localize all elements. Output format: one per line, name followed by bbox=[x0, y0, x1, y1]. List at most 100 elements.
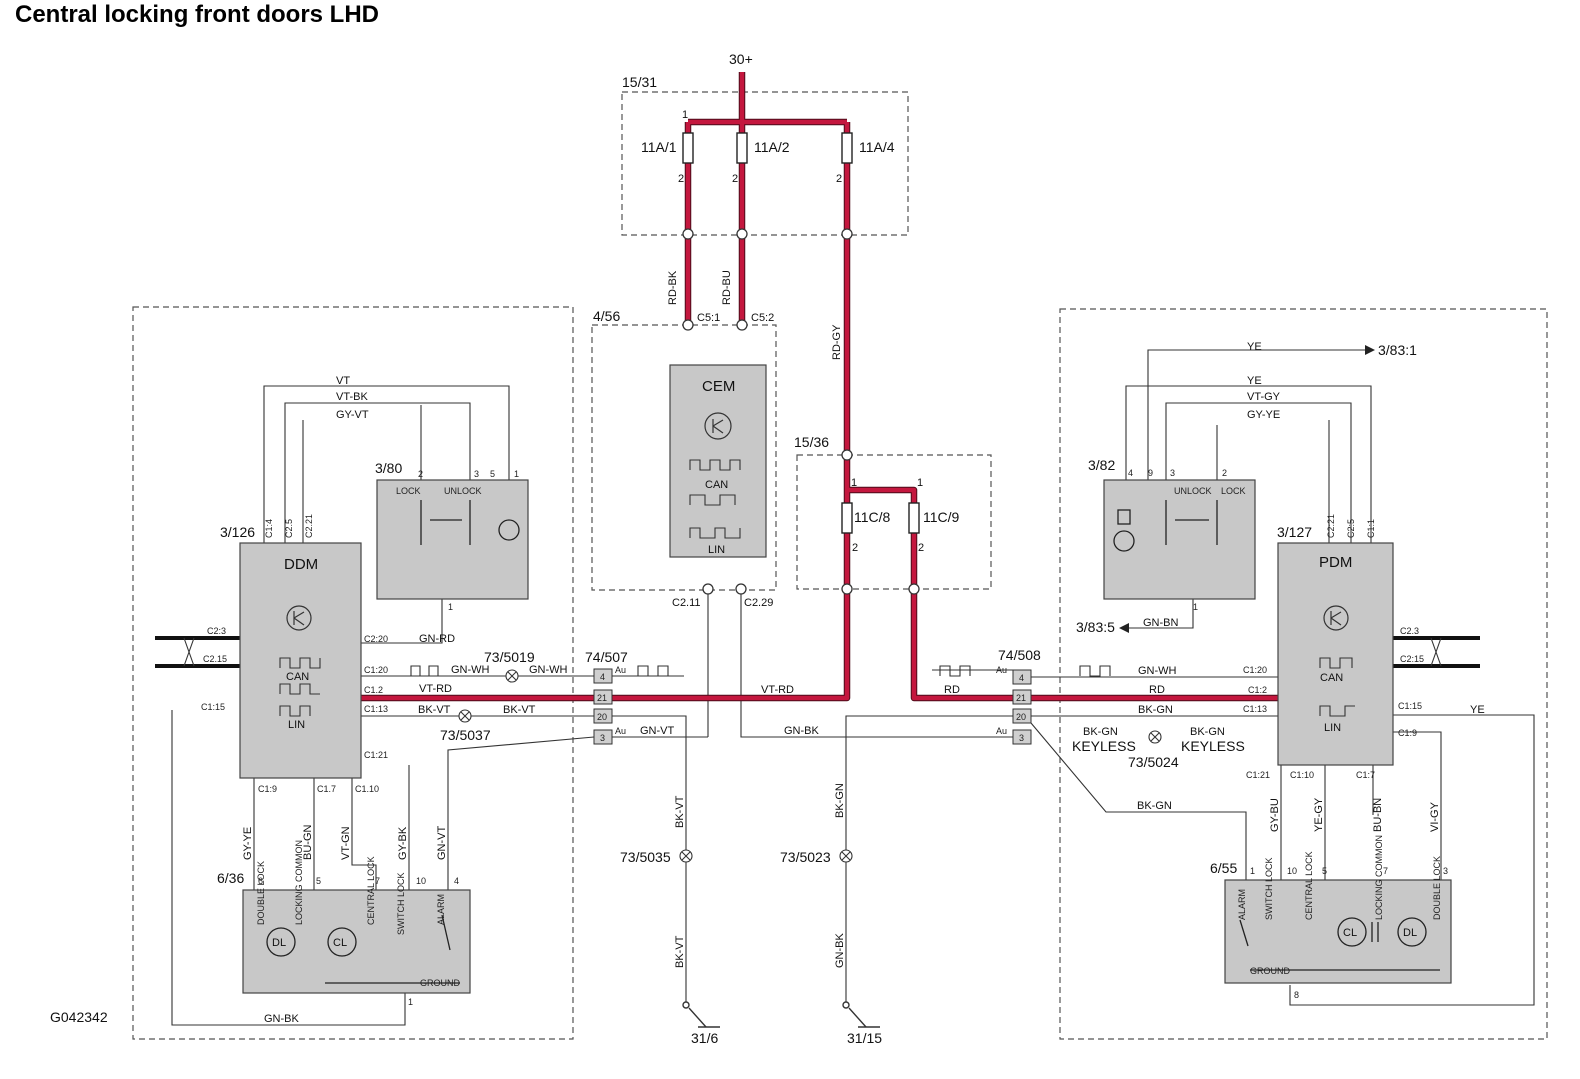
wire-label: BK-VT bbox=[503, 704, 536, 716]
connector-label: C1:7 bbox=[1356, 770, 1375, 780]
pin-label: 2 bbox=[418, 469, 423, 479]
lock-unit-ref: 6/55 bbox=[1210, 860, 1237, 876]
wire-label: BK-GN bbox=[834, 783, 846, 818]
wire-label: VT-BK bbox=[336, 391, 368, 403]
pin-label: 10 bbox=[1287, 866, 1297, 876]
terminal-label: SWITCH LOCK bbox=[1264, 857, 1274, 920]
pin-label: 2 bbox=[852, 542, 858, 554]
terminal-label: LOCKING COMMON bbox=[294, 840, 304, 925]
double-lock-label: DL bbox=[272, 937, 286, 949]
wire-label: RD-BK bbox=[667, 270, 679, 305]
central-lock-label: CL bbox=[333, 937, 347, 949]
fuse-label: 11A/2 bbox=[754, 139, 790, 155]
terminal-label: DOUBLE LOCK bbox=[1432, 856, 1442, 920]
pin-label: 1 bbox=[917, 477, 923, 489]
connector-label: C1:21 bbox=[364, 750, 388, 760]
central-lock-label: CL bbox=[1343, 927, 1357, 939]
fuse-box-label: 15/36 bbox=[794, 434, 829, 450]
wire-label: BK-VT bbox=[674, 795, 686, 828]
pin-label: 5 bbox=[490, 469, 495, 479]
signal-wave-icon bbox=[279, 459, 1355, 717]
connector-label: C1.2 bbox=[364, 685, 383, 695]
wire-label: GY-YE bbox=[1247, 409, 1280, 421]
ground-text: GROUND bbox=[420, 978, 460, 988]
splice-label: 73/5035 bbox=[620, 849, 671, 865]
pin-label: 9 bbox=[1148, 468, 1153, 478]
wire-label: GY-BU bbox=[1269, 798, 1281, 832]
fuse-box-15-36-outline bbox=[796, 454, 992, 590]
terminal-label: DOUBLE LOCK bbox=[256, 861, 266, 925]
pin-label: 10 bbox=[416, 876, 426, 886]
lock-motor-icon bbox=[266, 914, 1440, 984]
wire-label: RD bbox=[1149, 684, 1165, 696]
au-label: Au bbox=[615, 665, 626, 675]
pin-label: 8 bbox=[1294, 990, 1299, 1000]
pin-label: 5 bbox=[316, 876, 321, 886]
driver-door-outline bbox=[132, 306, 574, 1040]
wire-label: VT-GY bbox=[1247, 391, 1281, 403]
wire-label: GN-BK bbox=[784, 725, 820, 737]
connector-label: C2:20 bbox=[364, 634, 388, 644]
connector-ref: 74/507 bbox=[585, 649, 628, 665]
pin-label: 2 bbox=[678, 173, 684, 185]
pdm-module bbox=[1277, 542, 1394, 766]
terminal-label: CENTRAL LOCK bbox=[366, 856, 376, 925]
splice-label: 73/5024 bbox=[1128, 754, 1179, 770]
wire-label: YE bbox=[1470, 704, 1485, 716]
pin-label: 7 bbox=[375, 876, 380, 886]
wire-label: GN-RD bbox=[419, 633, 455, 645]
pin-label: 2 bbox=[918, 542, 924, 554]
connector-74-508 bbox=[1012, 669, 1032, 745]
fuse-box-15-31-outline bbox=[621, 91, 909, 236]
switch-ref: 3/80 bbox=[375, 460, 402, 476]
keyless-label: KEYLESS bbox=[1181, 738, 1245, 754]
connector-label: C2.3 bbox=[1400, 626, 1419, 636]
wire-label: GN-WH bbox=[529, 664, 568, 676]
figure-id: G042342 bbox=[50, 1009, 108, 1025]
wire-label: VT-RD bbox=[761, 684, 794, 696]
connector-label: C1:21 bbox=[1246, 770, 1270, 780]
pin-label: 21 bbox=[597, 693, 607, 703]
pin-label: 6 bbox=[258, 876, 263, 886]
pin-label: 4 bbox=[600, 672, 605, 682]
terminal-label: SWITCH LOCK bbox=[396, 872, 406, 935]
fuse-11a1 bbox=[682, 132, 694, 164]
wire-label: VI-GY bbox=[1429, 801, 1441, 832]
connector-label: C1:20 bbox=[364, 665, 388, 675]
connector-label: C1:15 bbox=[201, 702, 225, 712]
wire-label: BK-GN bbox=[1083, 726, 1118, 738]
wire-label: GY-BK bbox=[397, 826, 409, 860]
splice-label: 73/5037 bbox=[440, 727, 491, 743]
connector-label: C1.10 bbox=[355, 784, 379, 794]
lock-unit-ref: 6/36 bbox=[217, 870, 244, 886]
connector-74-507 bbox=[593, 668, 613, 745]
fuse-11a4 bbox=[841, 132, 853, 164]
pin-label: 21 bbox=[1016, 693, 1026, 703]
connector-label: C2:15 bbox=[1400, 654, 1424, 664]
wire-label: BK-VT bbox=[674, 935, 686, 968]
unlock-label: UNLOCK bbox=[444, 486, 482, 496]
terminal-label: ALARM bbox=[436, 894, 446, 925]
ref-label: 3/83:1 bbox=[1378, 342, 1417, 358]
pin-label: 1 bbox=[1193, 602, 1198, 612]
connector-label: C2:3 bbox=[207, 626, 226, 636]
wire-label: VT bbox=[336, 375, 350, 387]
pin-label: 4 bbox=[454, 876, 459, 886]
ddm-title: DDM bbox=[284, 556, 318, 573]
pdm-title: PDM bbox=[1319, 554, 1352, 571]
connection-nodes bbox=[682, 228, 920, 595]
module-ref: 4/56 bbox=[593, 308, 620, 324]
lin-label: LIN bbox=[708, 544, 725, 556]
wire-label: GN-VT bbox=[436, 826, 448, 861]
wire-label: GN-WH bbox=[451, 664, 490, 676]
terminal-label: ALARM bbox=[1237, 889, 1247, 920]
pin-label: 3 bbox=[1443, 866, 1448, 876]
connector-label: C5:1 bbox=[697, 312, 720, 324]
wire-label: BK-VT bbox=[418, 704, 451, 716]
passenger-door-outline bbox=[1059, 308, 1548, 1040]
arrow-left-icon bbox=[1119, 623, 1129, 633]
fuse-label: 11A/4 bbox=[859, 139, 895, 155]
can-label: CAN bbox=[286, 671, 309, 683]
pin-label: 4 bbox=[1019, 673, 1024, 683]
wire-label: BK-GN bbox=[1190, 726, 1225, 738]
